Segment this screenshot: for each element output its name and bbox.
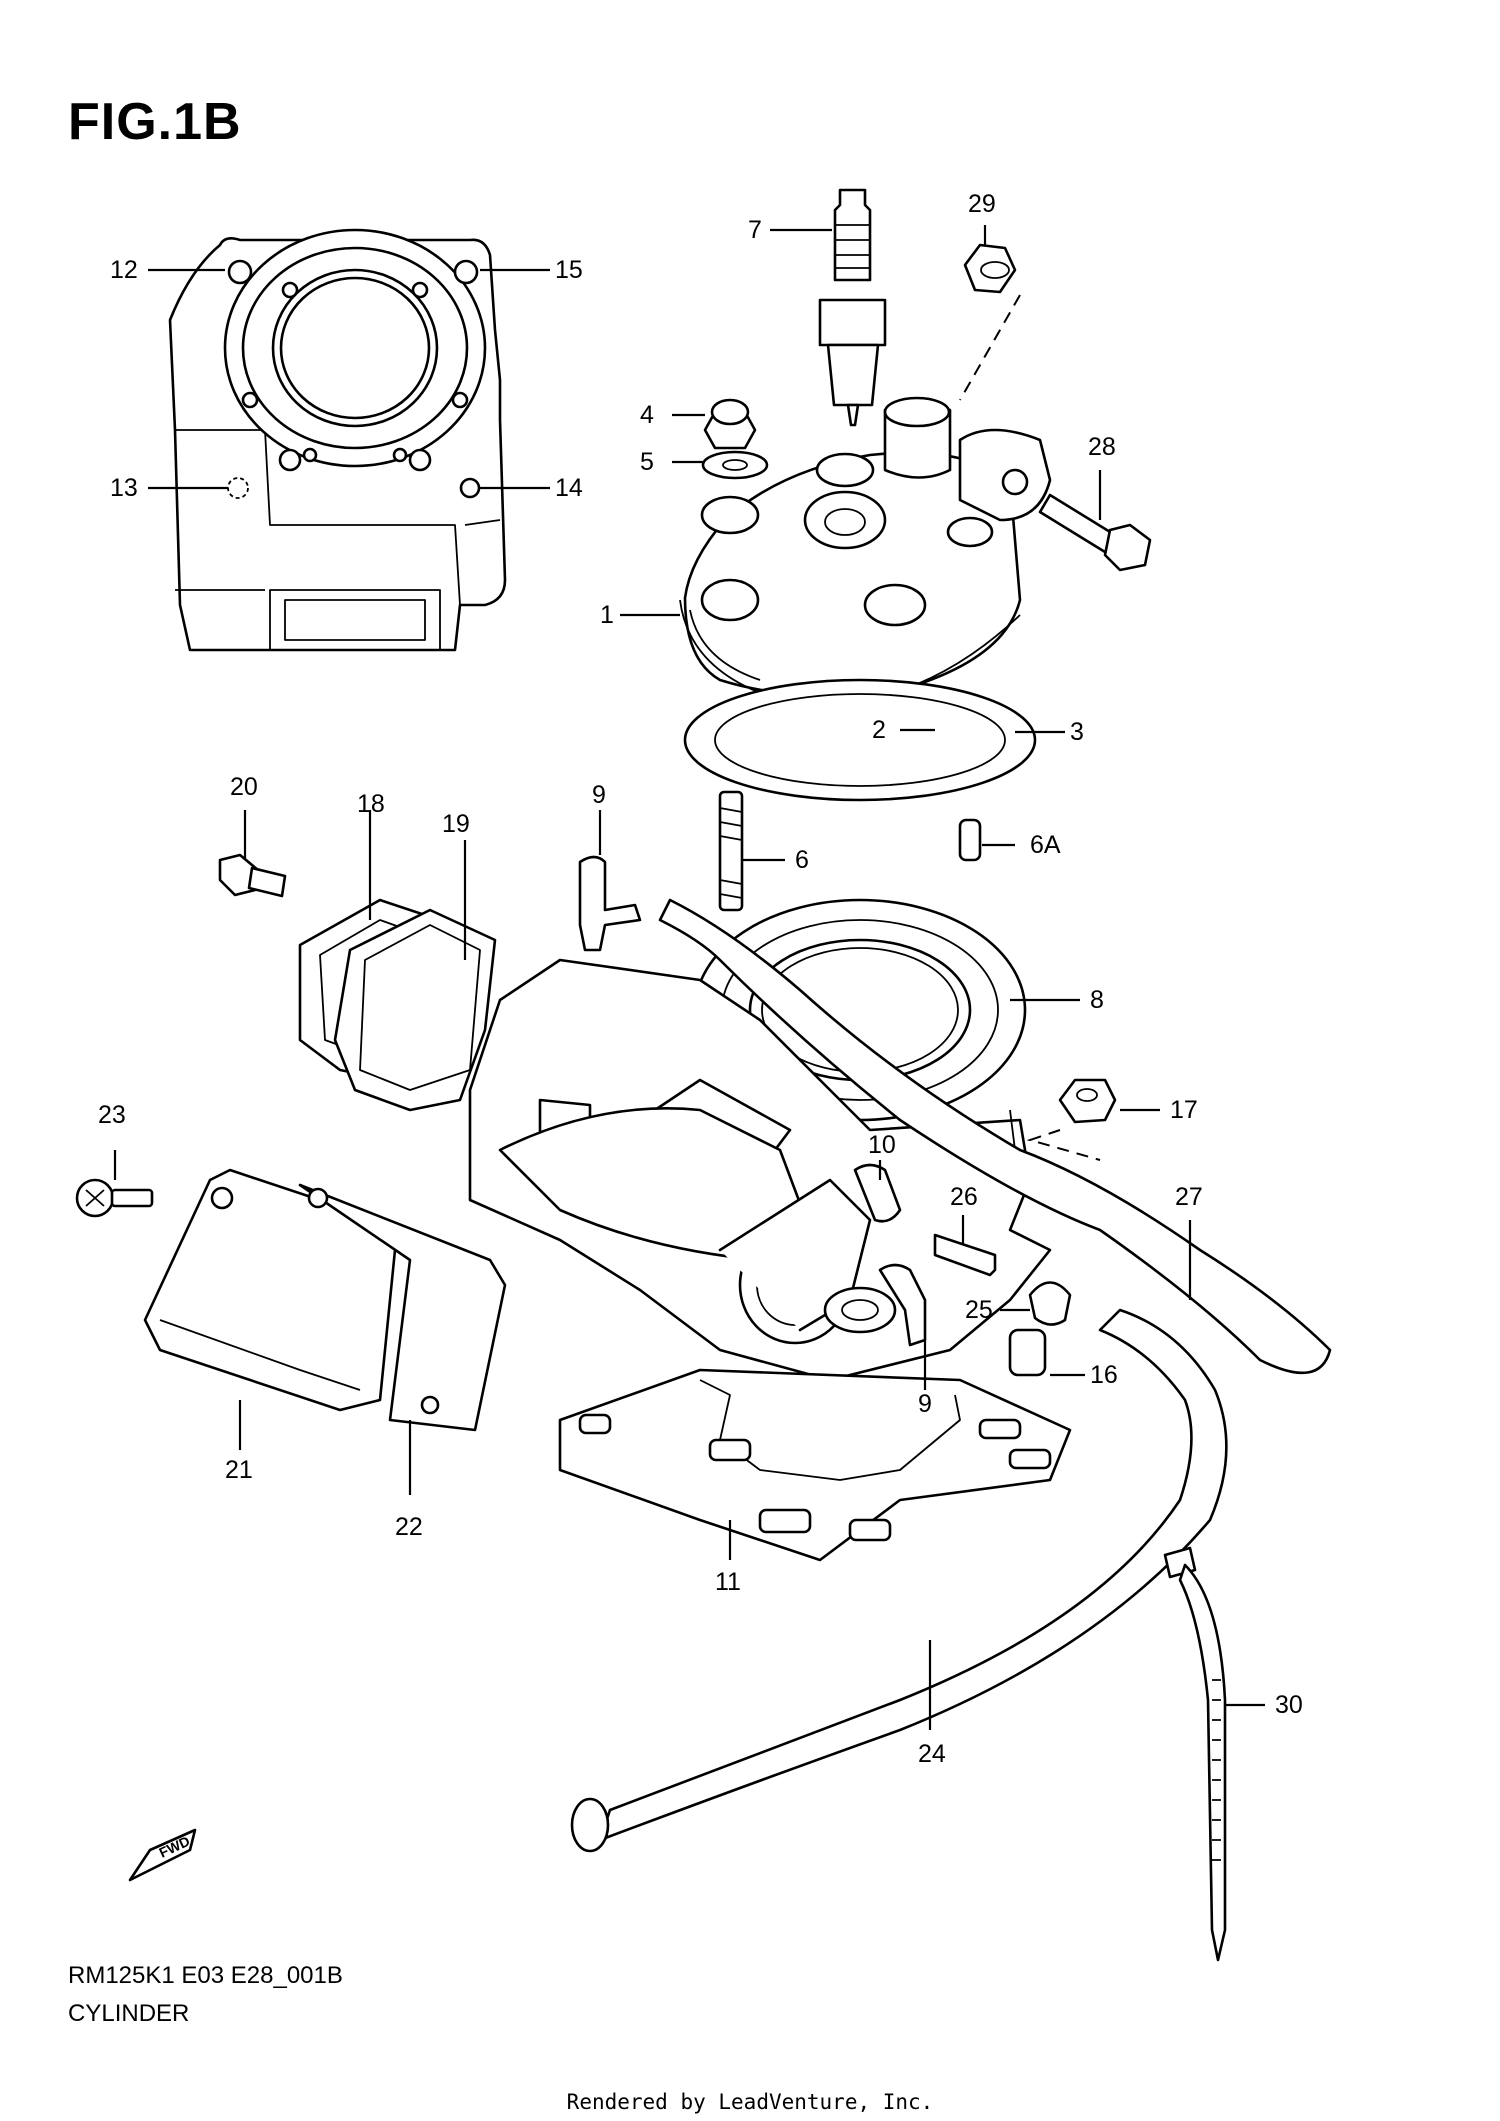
rendered-by-credit: Rendered by LeadVenture, Inc.	[566, 2090, 934, 2114]
callouts: 12 15 13 14 7 29 4 5 28 1 2 3 6 6A 8 9 1…	[98, 190, 1303, 1768]
callout-29: 29	[968, 190, 996, 218]
bolt-23	[75, 1178, 154, 1218]
cylinder-head	[679, 396, 1052, 707]
collar-16	[1008, 1328, 1047, 1377]
base-gasket	[558, 1368, 1072, 1562]
dowel-pin	[958, 818, 982, 862]
fitting-10	[853, 1163, 902, 1223]
callout-25: 25	[965, 1296, 993, 1324]
callout-12: 12	[110, 256, 138, 284]
callout-21: 21	[225, 1456, 253, 1484]
callout-1: 1	[600, 601, 614, 629]
callout-4: 4	[640, 401, 654, 429]
forward-arrow-icon: FWD	[128, 1828, 197, 1882]
stud-6	[718, 790, 744, 912]
flange-nut-29	[963, 243, 1017, 294]
callout-6: 6	[795, 846, 809, 874]
head-gasket-inner	[714, 693, 1006, 787]
callout-26: 26	[950, 1183, 978, 1211]
callout-20: 20	[230, 773, 258, 801]
callout-16: 16	[1090, 1361, 1118, 1389]
callout-2: 2	[872, 716, 886, 744]
callout-15: 15	[555, 256, 583, 284]
callout-18: 18	[357, 790, 385, 818]
callout-17: 17	[1170, 1096, 1198, 1124]
washer	[701, 450, 769, 480]
callout-5: 5	[640, 448, 654, 476]
callout-8: 8	[1090, 986, 1104, 1014]
callout-14: 14	[555, 474, 583, 502]
figure-title: FIG.1B	[68, 93, 242, 151]
callout-3: 3	[1070, 718, 1084, 746]
spark-plug	[818, 188, 887, 427]
callout-22: 22	[395, 1513, 423, 1541]
callout-13: 13	[110, 474, 138, 502]
hose-24	[598, 1308, 1228, 1842]
callout-6a: 6A	[1030, 831, 1061, 859]
callout-11: 11	[715, 1568, 741, 1596]
callout-7: 7	[748, 216, 762, 244]
fitting-9-top	[578, 855, 642, 952]
reed-gasket-19	[333, 908, 497, 1112]
cable-tie	[1163, 1546, 1227, 1962]
bolt-20	[218, 853, 287, 898]
head-gasket-outer	[683, 678, 1037, 802]
cylinder-top-view	[168, 228, 507, 652]
callout-24: 24	[918, 1740, 946, 1768]
callout-9-top: 9	[592, 781, 606, 809]
callout-28: 28	[1088, 433, 1116, 461]
leader-lines	[113, 225, 1265, 1730]
screw-26	[933, 1233, 997, 1277]
hose-end	[570, 1797, 610, 1853]
exhaust-cover	[143, 1168, 397, 1412]
hose-clamp	[1028, 1281, 1072, 1326]
fitting-9-bottom	[878, 1263, 927, 1347]
figure-name: CYLINDER	[68, 2000, 190, 2027]
callout-23: 23	[98, 1101, 126, 1129]
hose-27	[658, 898, 1332, 1375]
callout-10: 10	[868, 1131, 896, 1159]
exhaust-cover-gasket	[298, 1183, 507, 1432]
callout-30: 30	[1275, 1691, 1303, 1719]
callout-19: 19	[442, 810, 470, 838]
callout-9-bottom: 9	[918, 1390, 932, 1418]
bolt-28	[1038, 493, 1152, 572]
figure-code: RM125K1 E03 E28_001B	[68, 1962, 343, 1989]
callout-27: 27	[1175, 1183, 1203, 1211]
